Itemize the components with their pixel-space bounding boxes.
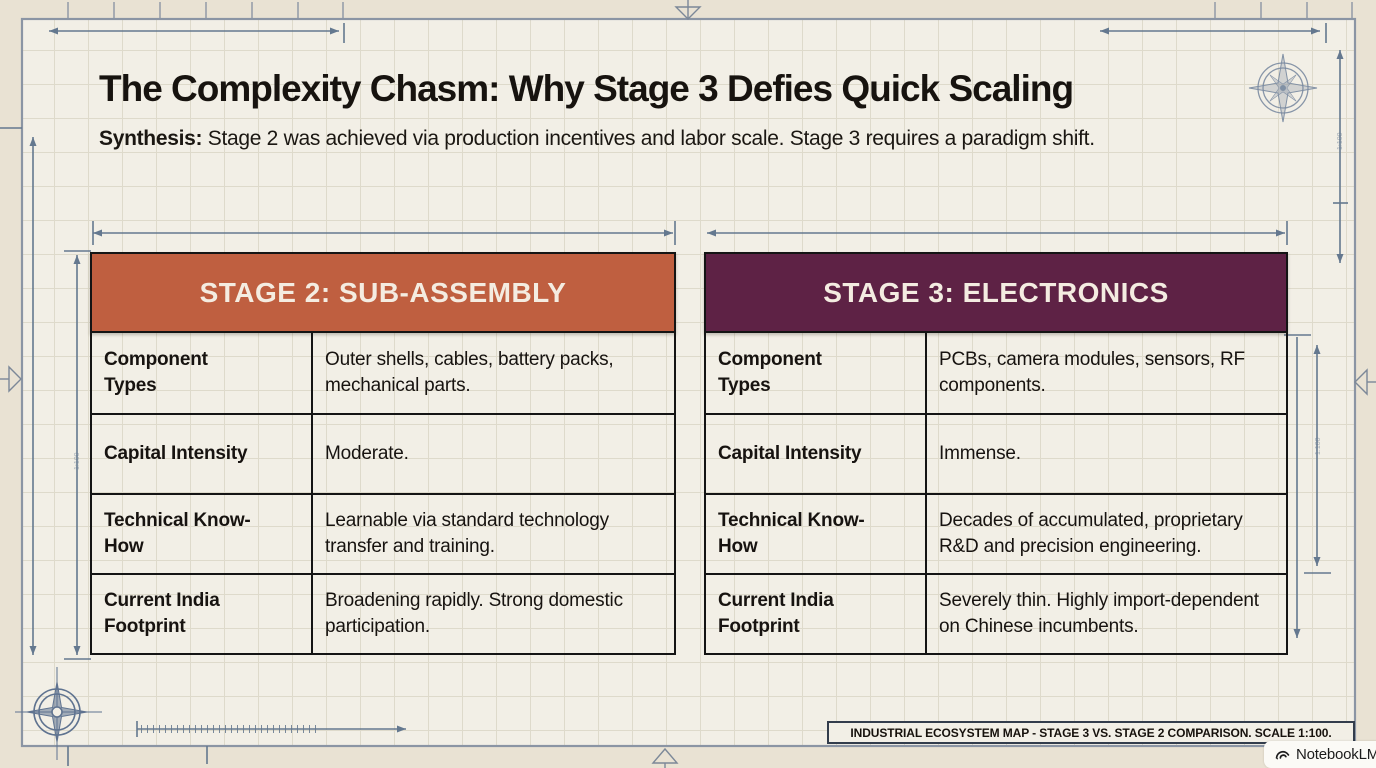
stage3-table-header: STAGE 3: ELECTRONICS: [704, 252, 1288, 333]
row-label: Component Types: [706, 333, 927, 413]
row-value: Outer shells, cables, battery packs, mec…: [325, 349, 614, 396]
stage3-table-body: Component Types PCBs, camera modules, se…: [704, 333, 1288, 655]
row-label: Current India Footprint: [92, 575, 313, 653]
synthesis-text: Stage 2 was achieved via production ince…: [207, 127, 1095, 150]
notebooklm-badge: NotebookLM: [1264, 741, 1376, 768]
row-value: Broadening rapidly. Strong domestic part…: [325, 590, 623, 637]
stage2-table-body: Component Types Outer shells, cables, ba…: [90, 333, 676, 655]
row-label: Capital Intensity: [706, 415, 927, 493]
table-row: Capital Intensity Immense.: [706, 413, 1286, 493]
stage3-table: STAGE 3: ELECTRONICS Component Types PCB…: [704, 252, 1288, 655]
row-label: Capital Intensity: [92, 415, 313, 493]
row-value: Learnable via standard technology transf…: [325, 510, 609, 557]
row-value: Decades of accumulated, proprietary R&D …: [939, 510, 1243, 557]
synthesis-label: Synthesis:: [99, 127, 203, 150]
notebooklm-label: NotebookLM: [1296, 746, 1376, 763]
table-row: Technical Know-How Decades of accumulate…: [706, 493, 1286, 573]
notebooklm-logo-icon: [1275, 750, 1290, 760]
title-block: INDUSTRIAL ECOSYSTEM MAP - STAGE 3 VS. S…: [827, 721, 1355, 744]
table-row: Current India Footprint Broadening rapid…: [92, 573, 674, 653]
row-label: Component Types: [92, 333, 313, 413]
row-value: Severely thin. Highly import-dependent o…: [939, 590, 1259, 637]
row-value: PCBs, camera modules, sensors, RF compon…: [939, 349, 1245, 396]
table-row: Capital Intensity Moderate.: [92, 413, 674, 493]
synthesis-line: Synthesis: Stage 2 was achieved via prod…: [99, 127, 1349, 151]
table-row: Technical Know-How Learnable via standar…: [92, 493, 674, 573]
row-value: Moderate.: [325, 443, 409, 465]
stage2-table-header: STAGE 2: SUB-ASSEMBLY: [90, 252, 676, 333]
row-label: Current India Footprint: [706, 575, 927, 653]
row-value: Immense.: [939, 443, 1021, 465]
table-row: Current India Footprint Severely thin. H…: [706, 573, 1286, 653]
table-row: Component Types PCBs, camera modules, se…: [706, 333, 1286, 413]
table-row: Component Types Outer shells, cables, ba…: [92, 333, 674, 413]
stage2-table: STAGE 2: SUB-ASSEMBLY Component Types Ou…: [90, 252, 676, 655]
row-label: Technical Know-How: [706, 495, 927, 573]
page-title: The Complexity Chasm: Why Stage 3 Defies…: [99, 68, 1074, 109]
row-label: Technical Know-How: [92, 495, 313, 573]
